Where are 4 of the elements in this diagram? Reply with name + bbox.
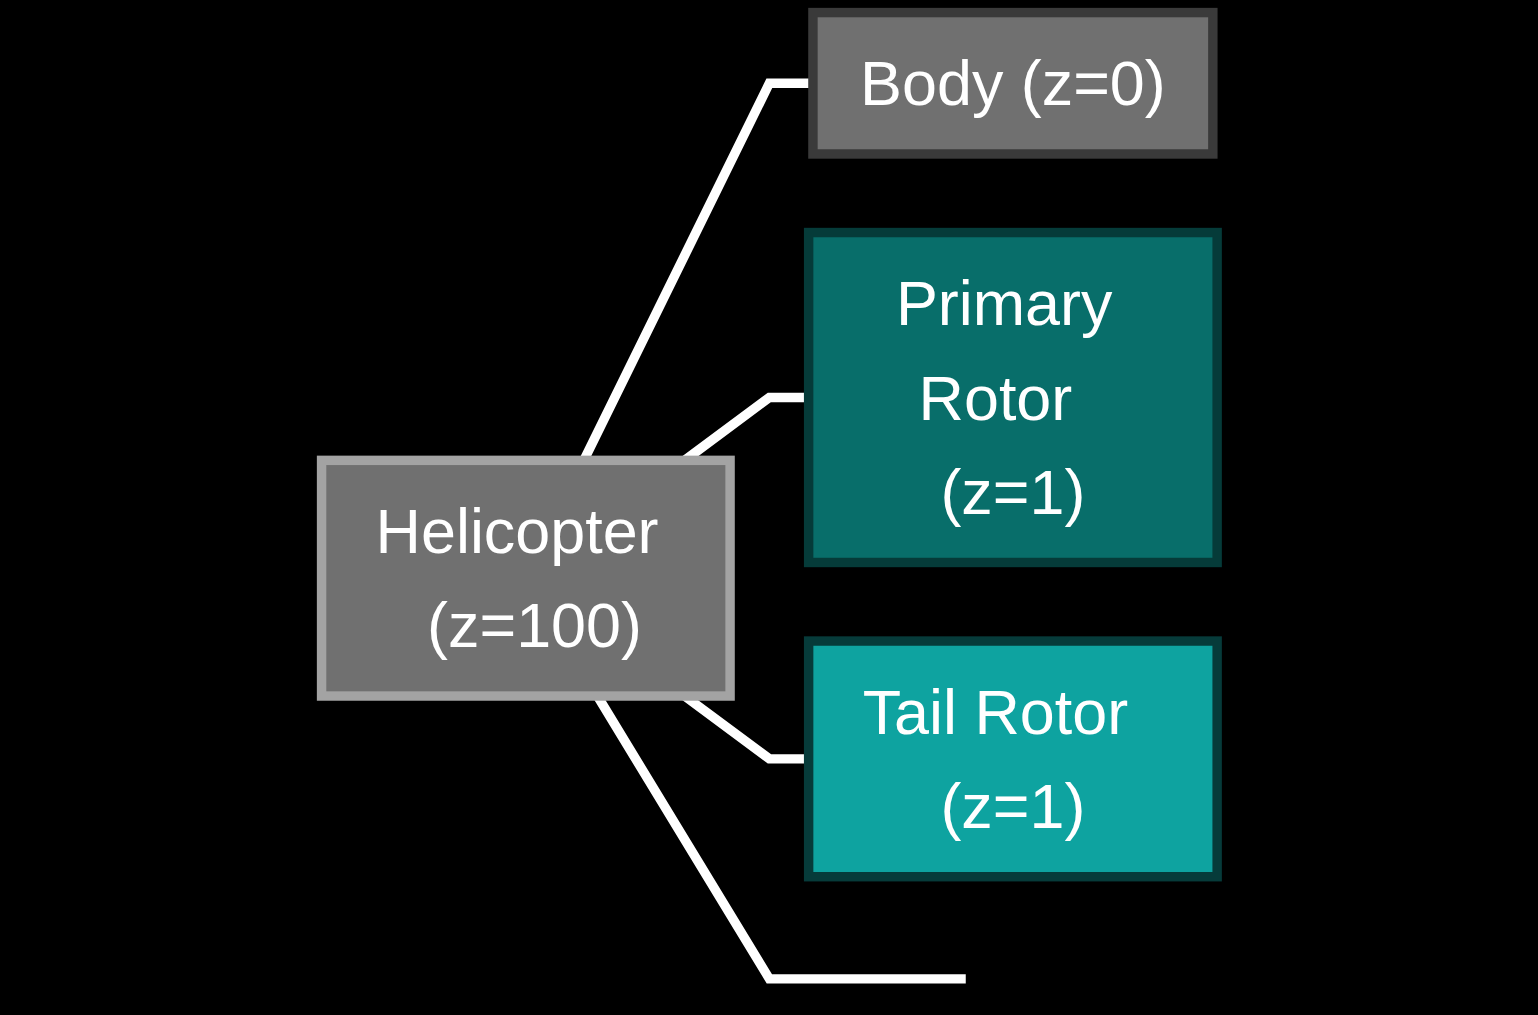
node-box: Tail Rotor (z=1) xyxy=(803,636,1222,882)
node-box: Helicopter (z=100) xyxy=(316,455,735,701)
node-box: Body (z=0) xyxy=(807,7,1218,159)
node-box: Primary Rotor (z=1) xyxy=(803,227,1222,568)
